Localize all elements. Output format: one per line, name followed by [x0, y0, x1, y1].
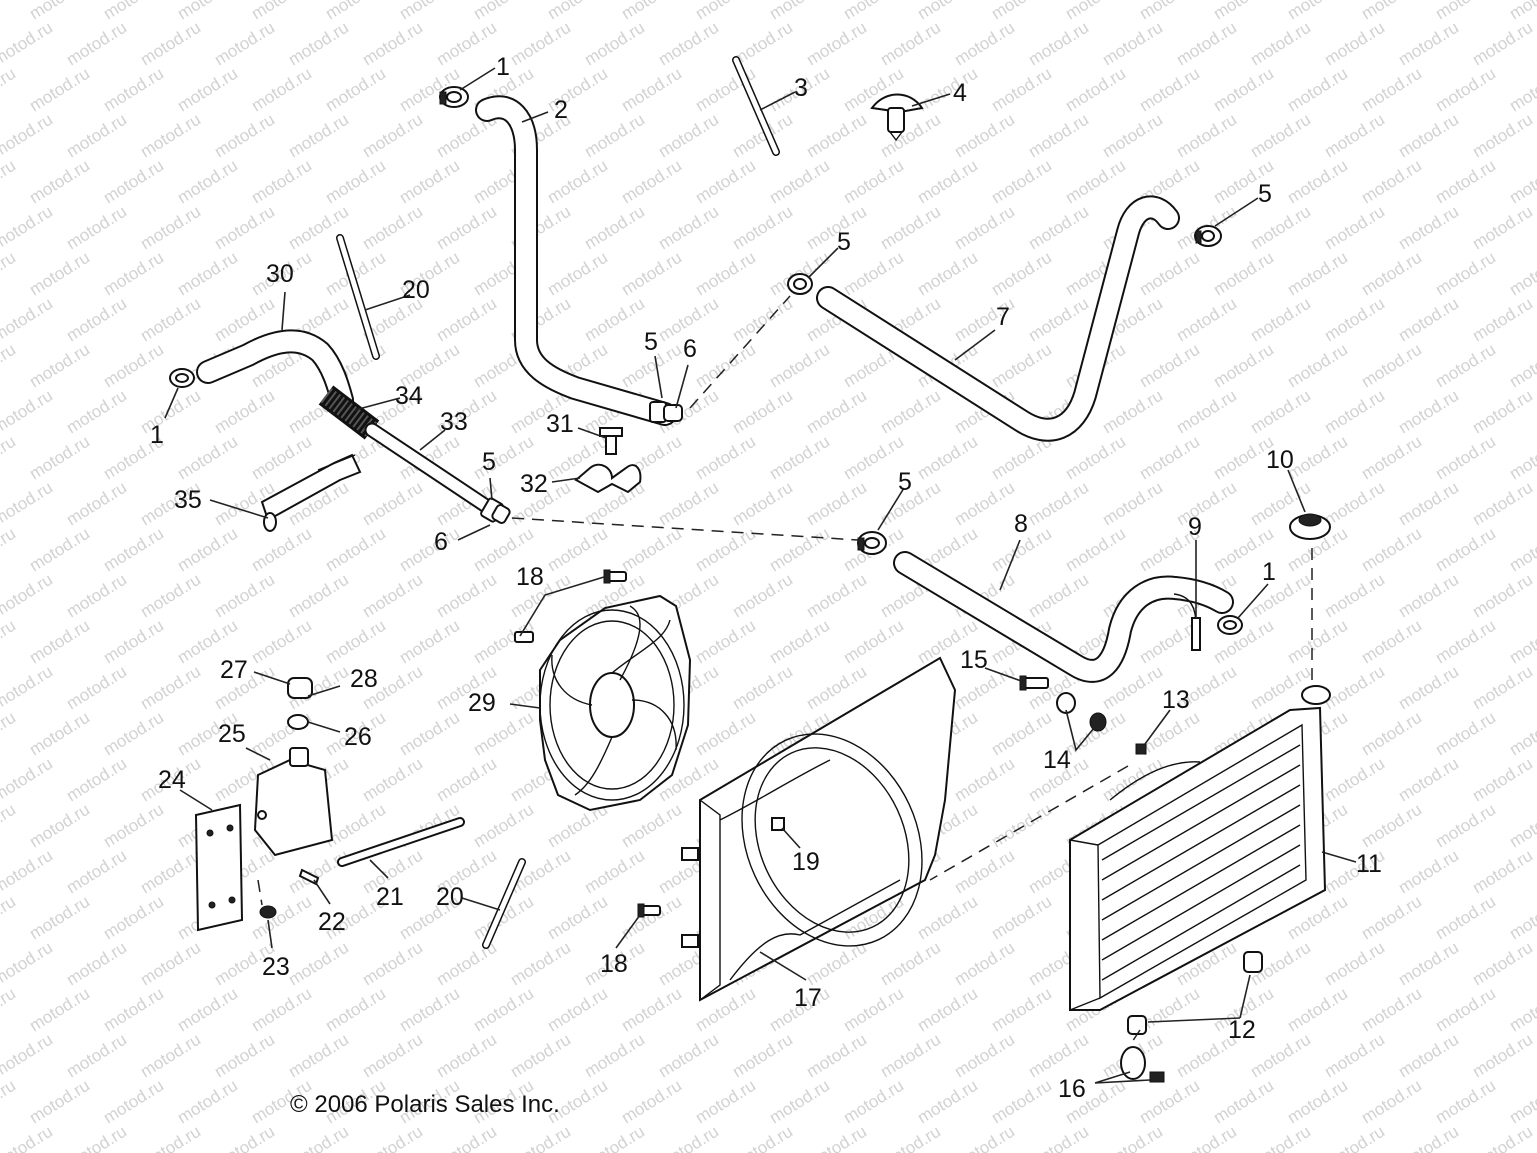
callout-23: 23 [262, 953, 290, 981]
part-3-cable-tie [732, 56, 780, 156]
part-18-screw-fan [514, 631, 534, 643]
callout-5-lower-fitting: 5 [482, 448, 496, 476]
callout-24: 24 [158, 766, 186, 794]
callout-34: 34 [395, 382, 423, 410]
leader-lines [164, 67, 1357, 1084]
callout-13: 13 [1162, 686, 1190, 714]
callout-31: 31 [546, 410, 574, 438]
part-30-fill-hose [196, 329, 354, 412]
callout-2: 2 [554, 96, 568, 124]
callout-15: 15 [960, 646, 988, 674]
part-21-overflow-hose [337, 817, 465, 867]
part-8-lower-coolant-hose [893, 551, 1234, 683]
part-26-cap-seal [287, 714, 309, 730]
part-29-cooling-fan [539, 594, 692, 812]
part-17-fan-shroud [681, 656, 957, 1002]
part-14-grommet [1056, 692, 1107, 732]
alignment-lines [257, 295, 1313, 1046]
callout-10: 10 [1266, 446, 1294, 474]
part-2-upper-coolant-hose [475, 95, 683, 426]
part-15-bolt [1019, 675, 1049, 691]
part-23-bolt [259, 905, 277, 919]
callout-6-upper: 6 [683, 335, 697, 363]
part-16-drain-plug [1120, 1046, 1165, 1083]
callout-8: 8 [1014, 510, 1028, 538]
callout-30: 30 [266, 260, 294, 288]
copyright-notice: © 2006 Polaris Sales Inc. [290, 1091, 560, 1118]
callout-7: 7 [996, 303, 1010, 331]
part-31-screw [599, 427, 623, 455]
part-18-screw-lower [637, 903, 661, 918]
callout-16: 16 [1058, 1075, 1086, 1103]
part-12-radiator-mount [1127, 951, 1263, 1035]
part-11-radiator [1069, 685, 1331, 1011]
callout-1-top: 1 [496, 53, 510, 81]
part-18-screw-upper [603, 569, 627, 584]
part-5-hose-clamp-right [1194, 225, 1222, 247]
callout-3: 3 [794, 74, 808, 102]
callout-28: 28 [350, 665, 378, 693]
callout-4: 4 [953, 79, 967, 107]
callout-21: 21 [376, 883, 404, 911]
part-1-hose-clamp-right [1217, 615, 1243, 635]
callout-5-upper-fitting: 5 [644, 328, 658, 356]
part-5-hose-clamp-mid [787, 273, 813, 295]
callout-18-lower: 18 [600, 950, 628, 978]
callout-33: 33 [440, 408, 468, 436]
part-24-bracket-pad [194, 803, 244, 932]
callout-17: 17 [794, 984, 822, 1012]
callout-22: 22 [318, 908, 346, 936]
part-1-hose-clamp-top [439, 86, 469, 108]
part-10-radiator-cap [1289, 513, 1331, 540]
callout-20-upper: 20 [402, 276, 430, 304]
callout-11: 11 [1356, 850, 1382, 878]
callout-5-mid: 5 [837, 228, 851, 256]
callout-9: 9 [1188, 513, 1202, 541]
callout-19: 19 [792, 848, 820, 876]
callout-1-right: 1 [1262, 558, 1276, 586]
callout-32: 32 [520, 470, 548, 498]
part-7-coolant-hose [816, 195, 1180, 442]
part-25-overflow-bottle [253, 747, 334, 857]
callout-29: 29 [468, 689, 496, 717]
part-1-hose-clamp-left [169, 368, 195, 388]
callout-20-lower: 20 [436, 883, 464, 911]
callout-5-right: 5 [1258, 180, 1272, 208]
callout-5-lower: 5 [898, 468, 912, 496]
callout-27: 27 [220, 656, 248, 684]
part-34-corrugated-hose [318, 385, 380, 440]
callout-1-left: 1 [150, 421, 164, 449]
callout-6-lower: 6 [434, 528, 448, 556]
part-5-hose-clamp-lower [857, 531, 887, 555]
callout-18-upper: 18 [516, 563, 544, 591]
part-4-push-rivet [870, 93, 924, 142]
callout-14: 14 [1043, 746, 1071, 774]
callout-25: 25 [218, 720, 246, 748]
callout-26: 26 [344, 723, 372, 751]
callout-35: 35 [174, 486, 202, 514]
part-27-bottle-cap [287, 677, 313, 699]
part-35-hose-adapter [260, 453, 362, 532]
callout-labels: 1 2 3 4 5 5 30 20 7 5 6 1 34 33 31 5 32 … [150, 53, 1382, 1103]
callout-12: 12 [1228, 1016, 1256, 1044]
part-33-coolant-tube [364, 422, 511, 524]
part-32-bracket [574, 463, 642, 494]
part-13-nut [1135, 743, 1147, 755]
part-20-cable-tie-upper [336, 234, 380, 360]
part-20-cable-tie-lower [482, 858, 526, 949]
